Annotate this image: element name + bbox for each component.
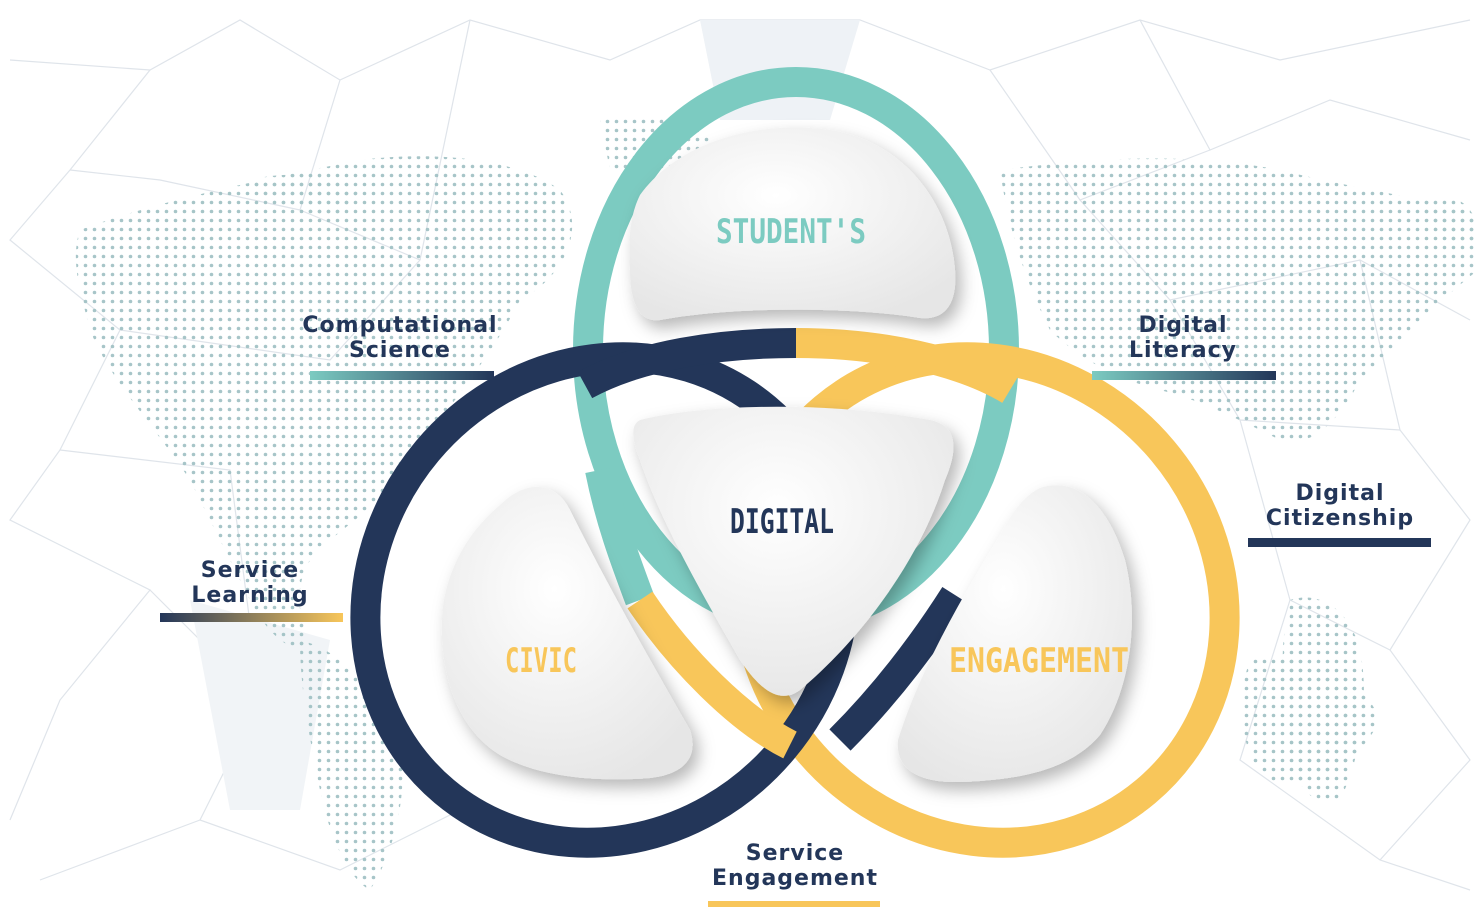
service-engagement-underline [708, 901, 880, 907]
segment-civic [441, 486, 693, 780]
service-learning-underline [160, 613, 343, 622]
digital-citizenship-line1: Digital [1295, 481, 1385, 506]
digital-citizenship-label: Digital Citizenship [1240, 481, 1440, 531]
digital-citizenship-line2: Citizenship [1265, 506, 1415, 531]
service-learning-line2: Learning [191, 583, 309, 608]
digital-literacy-underline [1092, 371, 1276, 380]
segment-digital-label: DIGITAL [730, 502, 834, 542]
service-engagement-line2: Engagement [712, 866, 878, 891]
digital-literacy-line2: Literacy [1128, 338, 1238, 363]
computational-science-line2: Science [349, 338, 451, 363]
computational-science-underline [310, 371, 494, 380]
segment-digital [633, 406, 954, 696]
service-learning-line1: Service [200, 558, 300, 583]
digital-literacy-line1: Digital [1138, 313, 1228, 338]
segment-engagement-label: ENGAGEMENT [949, 641, 1129, 681]
service-engagement-label: Service Engagement [685, 841, 905, 891]
service-learning-label: Service Learning [160, 558, 340, 608]
segment-students-label: STUDENT'S [716, 212, 866, 252]
service-engagement-line1: Service [745, 841, 845, 866]
digital-citizenship-underline [1248, 538, 1431, 547]
digital-literacy-label: Digital Literacy [1090, 313, 1276, 363]
computational-science-label: Computational Science [280, 313, 520, 363]
ring-overlaps [577, 328, 1018, 759]
segment-students [629, 127, 956, 321]
segment-civic-label: CIVIC [505, 641, 577, 681]
computational-science-line1: Computational [302, 313, 498, 338]
segment-engagement [897, 485, 1132, 783]
